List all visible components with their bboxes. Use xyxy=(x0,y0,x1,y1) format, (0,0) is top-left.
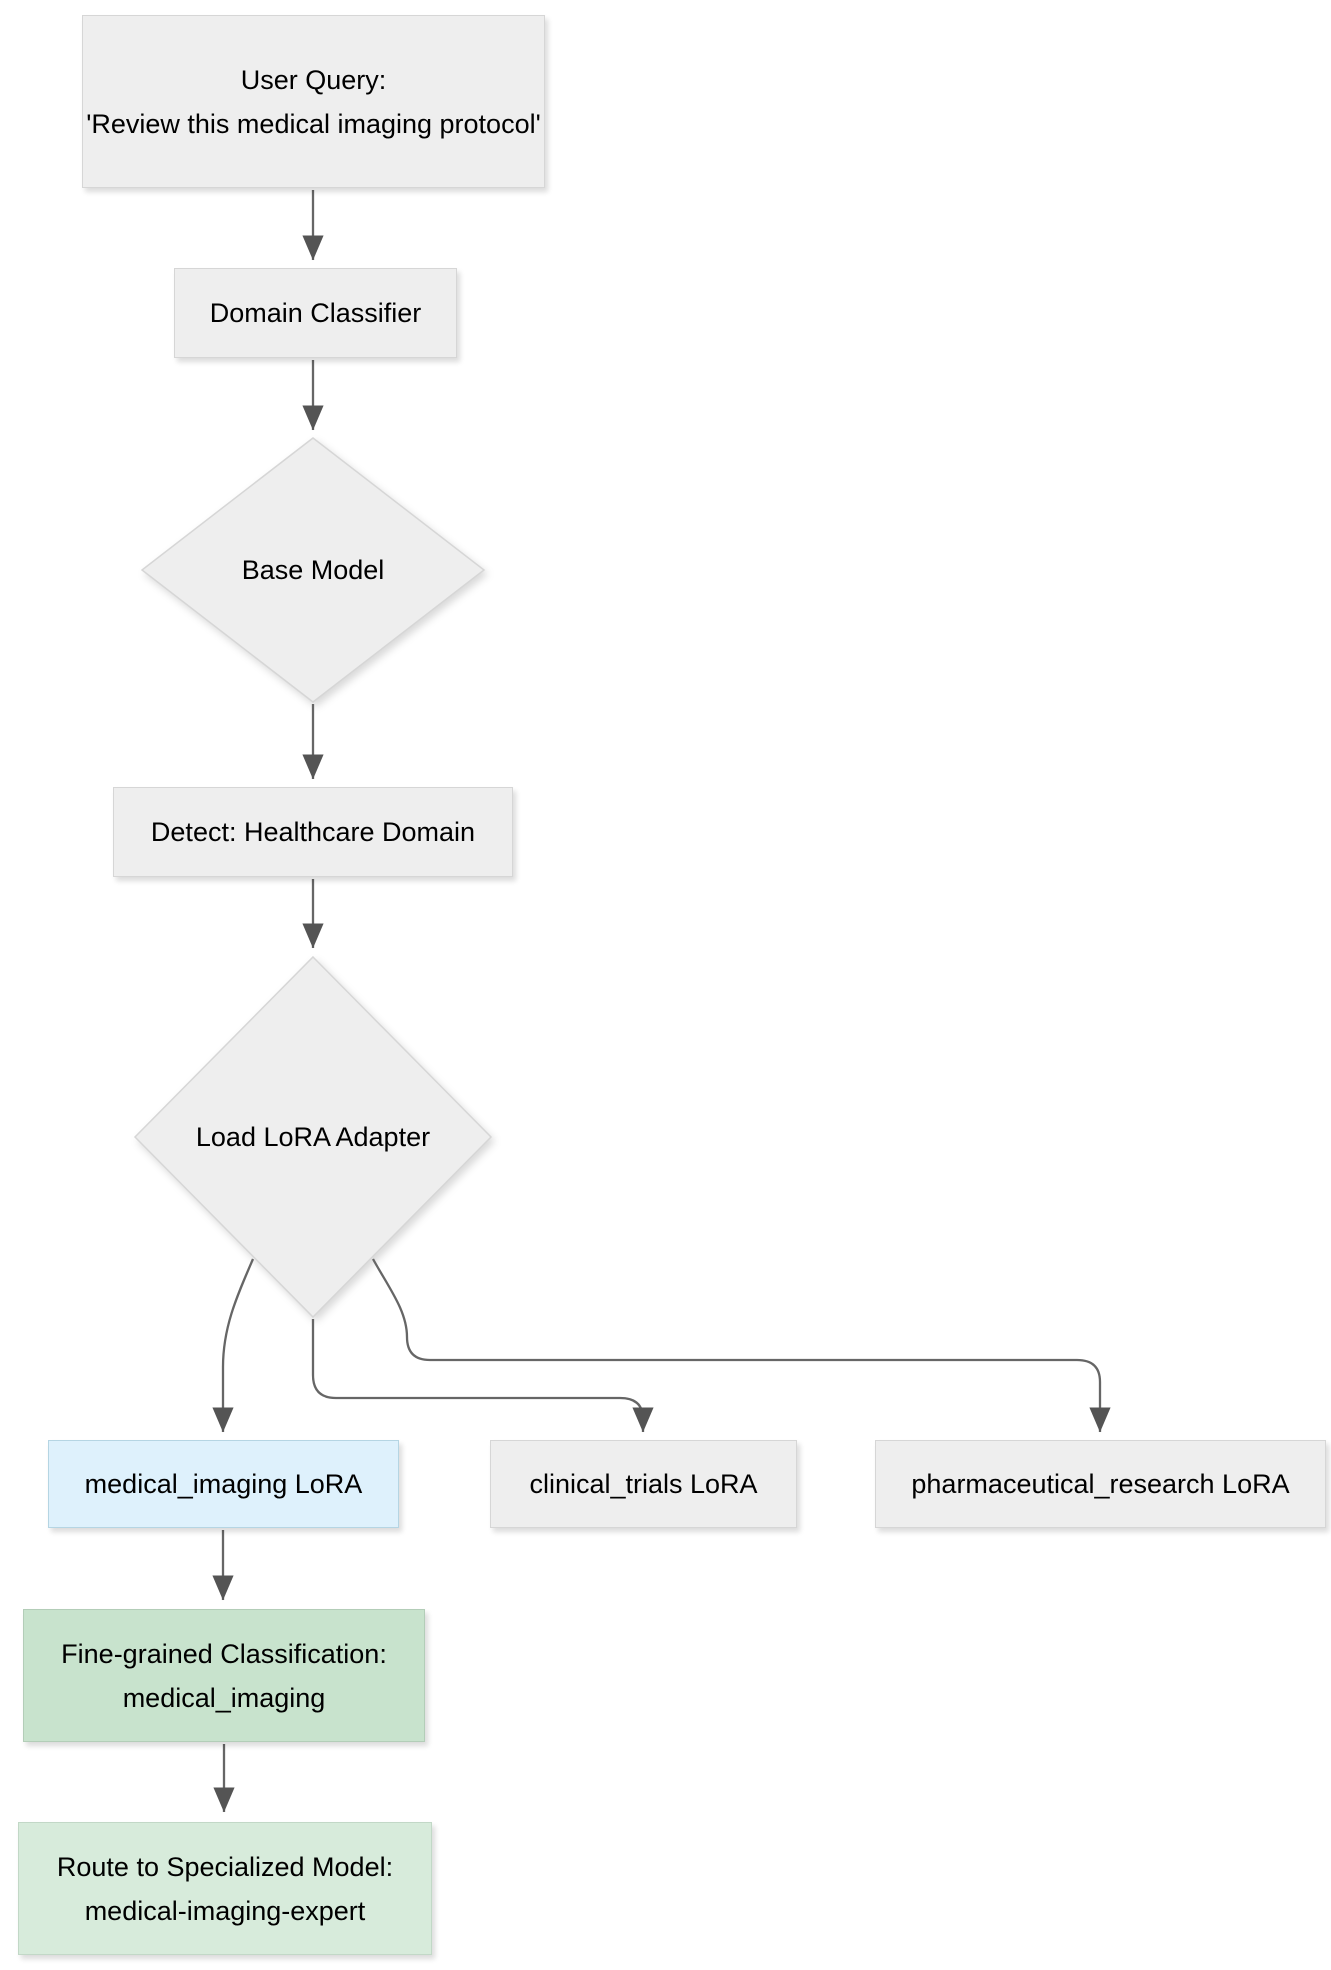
edge-load-lora-to-clinical-trials xyxy=(311,1319,654,1433)
node-label: Route to Specialized Model: xyxy=(56,1851,394,1882)
node-label: User Query: xyxy=(240,64,387,95)
node-label: medical-imaging-expert xyxy=(84,1895,366,1926)
node-medical-imaging-lora: medical_imaging LoRA xyxy=(48,1440,399,1528)
node-label: pharmaceutical_research LoRA xyxy=(911,1469,1290,1499)
node-route-to-specialized-model: Route to Specialized Model: medical-imag… xyxy=(18,1822,432,1955)
node-clinical-trials-lora: clinical_trials LoRA xyxy=(490,1440,797,1528)
node-label: medical_imaging xyxy=(122,1682,326,1713)
base-model-diamond xyxy=(140,437,486,703)
node-user-query: User Query: 'Review this medical imaging… xyxy=(82,15,545,188)
node-label: medical_imaging LoRA xyxy=(84,1469,363,1499)
node-label: Fine-grained Classification: xyxy=(61,1638,387,1669)
load-lora-adapter-diamond xyxy=(133,955,493,1319)
node-detect-healthcare-domain: Detect: Healthcare Domain xyxy=(113,787,513,877)
node-label: clinical_trials LoRA xyxy=(529,1469,758,1499)
node-label: Detect: Healthcare Domain xyxy=(150,817,476,847)
node-label: 'Review this medical imaging protocol' xyxy=(86,108,541,139)
node-fine-grained-classification: Fine-grained Classification: medical_ima… xyxy=(23,1609,425,1742)
node-pharmaceutical-research-lora: pharmaceutical_research LoRA xyxy=(875,1440,1326,1528)
node-label: Domain Classifier xyxy=(209,298,422,328)
node-domain-classifier: Domain Classifier xyxy=(174,268,457,358)
edge-load-lora-to-pharmaceutical-research xyxy=(371,1258,1111,1433)
edge-load-lora-to-medical-imaging xyxy=(212,1258,255,1433)
